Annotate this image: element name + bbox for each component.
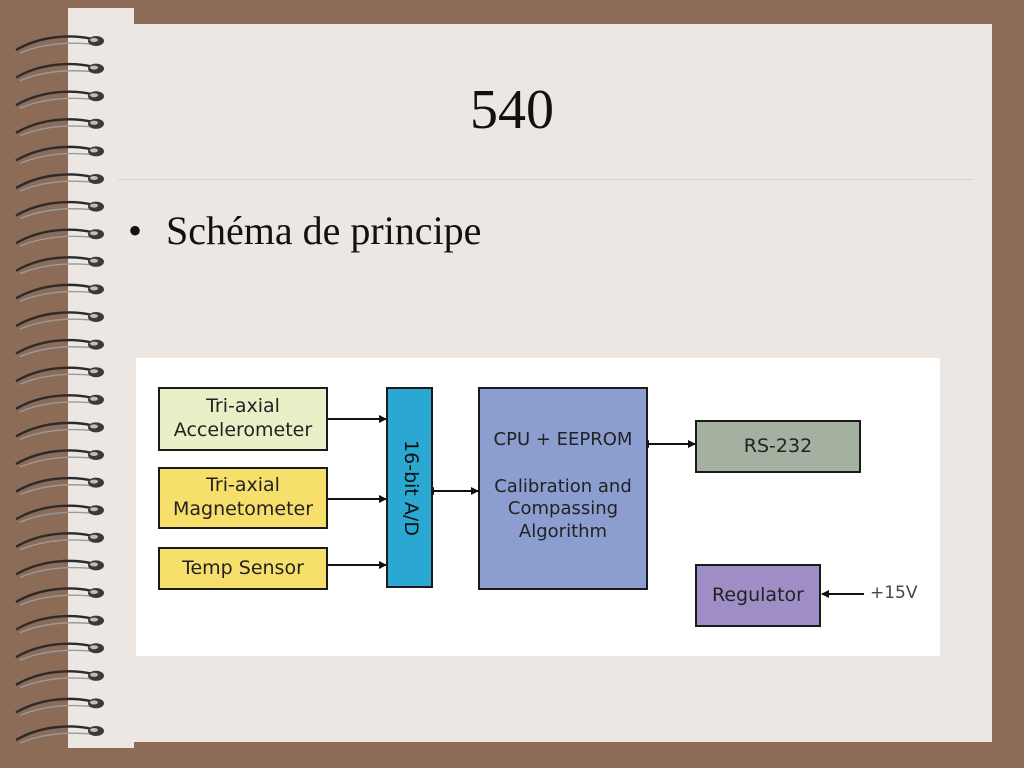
- binding-ring: [15, 90, 104, 109]
- binding-ring: [15, 725, 104, 744]
- binding-ring: [15, 145, 104, 165]
- accelerometer-label-line2: Accelerometer: [173, 419, 313, 441]
- cpu-label-line2: Calibration and: [494, 475, 632, 497]
- binding-ring: [15, 366, 104, 385]
- spiral-rings: [15, 35, 104, 744]
- bullet-dot: •: [128, 208, 143, 253]
- binding-ring: [15, 173, 104, 192]
- binding-ring: [15, 394, 104, 413]
- binding-ring: [15, 118, 104, 137]
- regulator-block: Regulator: [695, 564, 821, 627]
- title-divider: [118, 179, 974, 180]
- binding-ring: [15, 200, 104, 220]
- binding-ring: [15, 504, 104, 523]
- temp-sensor-label: Temp Sensor: [182, 556, 304, 579]
- binding-ring: [15, 476, 104, 496]
- cpu-label-line4: Algorithm: [518, 520, 608, 542]
- rs232-block: RS-232: [695, 420, 861, 473]
- block-diagram: Tri-axial Accelerometer Tri-axial Magnet…: [136, 358, 940, 656]
- binding-ring: [15, 587, 104, 606]
- binding-ring: [15, 614, 104, 634]
- accelerometer-block: Tri-axial Accelerometer: [158, 387, 328, 451]
- temp-sensor-block: Temp Sensor: [158, 547, 328, 590]
- binding-ring: [15, 670, 104, 689]
- regulator-label: Regulator: [712, 583, 804, 606]
- magnetometer-block: Tri-axial Magnetometer: [158, 467, 328, 529]
- bullet-text: Schéma de principe: [166, 208, 482, 253]
- slide-title: 540: [470, 79, 554, 141]
- magnetometer-label-line1: Tri-axial: [206, 474, 280, 497]
- bullet-item: • Schéma de principe: [128, 207, 481, 254]
- binding-ring: [15, 228, 104, 247]
- binding-ring: [15, 35, 104, 54]
- cpu-block: CPU + EEPROM Calibration and Compassing …: [478, 387, 648, 590]
- magnetometer-label-line2: Magnetometer: [172, 498, 314, 520]
- binding-ring: [15, 642, 104, 661]
- binding-ring: [15, 62, 104, 82]
- cpu-label-line1: CPU + EEPROM: [493, 429, 633, 450]
- diagram-connectors: [328, 415, 864, 598]
- binding-ring: [15, 421, 104, 441]
- binding-ring: [15, 449, 104, 468]
- binding-ring: [15, 283, 104, 303]
- accelerometer-label-line1: Tri-axial: [206, 395, 280, 418]
- binding-ring: [15, 559, 104, 579]
- binding-ring: [15, 256, 104, 275]
- binding-ring: [15, 338, 104, 358]
- binding-ring: [15, 697, 104, 717]
- adc-block: 16-bit A/D: [386, 387, 433, 588]
- supply-voltage-label: +15V: [870, 583, 918, 603]
- rs232-label: RS-232: [743, 434, 813, 457]
- binding-ring: [15, 311, 104, 330]
- binding-ring: [15, 532, 104, 551]
- cpu-label-line3: Compassing: [507, 498, 619, 519]
- adc-label: 16-bit A/D: [399, 439, 422, 536]
